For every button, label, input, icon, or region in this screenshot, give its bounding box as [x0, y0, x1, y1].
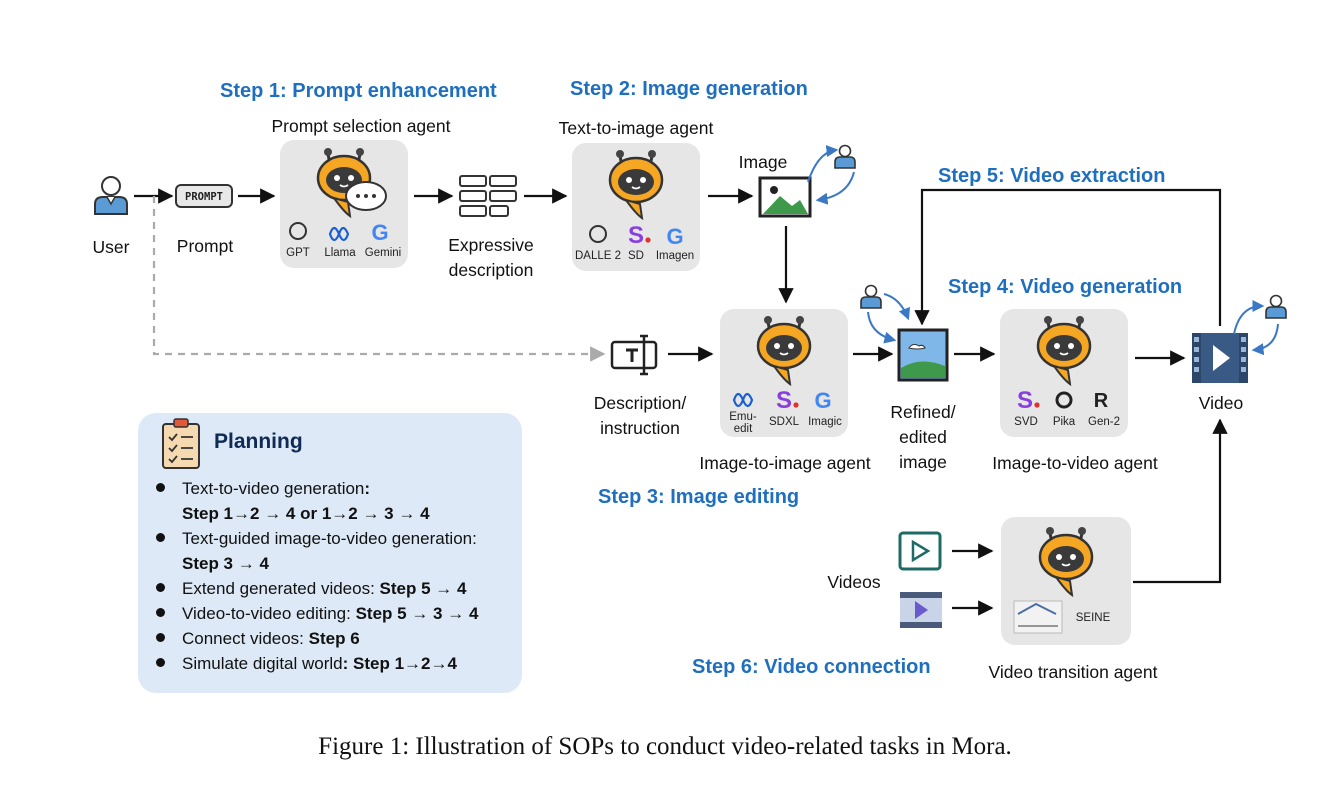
model-gpt: GPT [286, 247, 310, 259]
model-imagen: Imagen [655, 250, 695, 262]
svg-text:S: S [628, 222, 644, 249]
model-dalle2: DALLE 2 [574, 250, 622, 262]
svg-text:PROMPT: PROMPT [185, 191, 223, 203]
imagic-logo-icon: G [814, 388, 831, 413]
image-to-image-agent-title: Image-to-image agent [699, 453, 871, 473]
model-gemini: Gemini [364, 247, 402, 259]
text-instruction-icon [610, 334, 658, 376]
videos-film-icon [900, 592, 942, 628]
user-icon [94, 176, 128, 215]
dashed-instruction-arrow [152, 196, 606, 362]
prompt-label: Prompt [176, 236, 234, 256]
refined-label-1: Refined/ [890, 402, 956, 422]
step-5-title: Step 5: Video extraction [938, 165, 1166, 187]
svg-text:G: G [371, 220, 388, 245]
feedback-arrows [807, 145, 1279, 356]
plan-item-1-steps: Step 1→2 → 4 or 1→2 → 3 → 4 [182, 504, 430, 523]
video-label: Video [1198, 393, 1244, 413]
model-imagic: Imagic [808, 416, 842, 428]
expressive-description-label-1: Expressive [448, 235, 534, 255]
text-to-image-robot-icon [608, 148, 664, 220]
expressive-description-label-2: description [448, 260, 534, 280]
image-label: Image [738, 152, 788, 172]
prompt-selection-robot-icon [316, 146, 387, 218]
svg-text:G: G [666, 224, 683, 249]
user-feedback-image-icon [834, 144, 856, 169]
description-label-2: instruction [600, 418, 680, 438]
refined-label-3: image [899, 452, 947, 472]
plan-item-2: Text-guided image-to-video generation: [156, 528, 477, 550]
refined-image-icon [897, 328, 949, 382]
plan-item-2-steps: Step 3 → 4 [182, 554, 269, 573]
flow-arrows [134, 188, 1228, 616]
plan-item-4: Video-to-video editing: Step 5 → 3 → 4 [156, 603, 478, 625]
model-svd: SVD [1014, 416, 1038, 428]
gpt-logo-icon [289, 222, 307, 240]
plan-item-1: Text-to-video generation: [156, 478, 370, 500]
model-sd: SD [628, 250, 644, 262]
emu-logo-icon [732, 392, 754, 408]
video-transition-robot-icon [1038, 525, 1094, 597]
plan-item-5: Connect videos: Step 6 [156, 628, 360, 650]
step-3-title: Step 3: Image editing [598, 486, 800, 508]
step-1-title: Step 1: Prompt enhancement [220, 80, 497, 102]
videos-play-icon [898, 531, 942, 571]
model-emu-1: Emu- [729, 411, 757, 423]
refined-label-2: edited [899, 427, 947, 447]
clipboard-icon [162, 418, 200, 469]
svd-logo-icon: S [1017, 387, 1040, 414]
image-to-video-robot-icon [1036, 314, 1092, 386]
dalle-logo-icon [589, 225, 607, 243]
gemini-logo-icon: G [371, 220, 388, 245]
model-pika: Pika [1052, 416, 1076, 428]
seine-logo-icon [1013, 600, 1063, 634]
figure-caption: Figure 1: Illustration of SOPs to conduc… [318, 733, 1012, 760]
planning-panel [138, 413, 522, 693]
prompt-tag-icon: PROMPT [175, 184, 233, 208]
user-feedback-video-icon [1265, 294, 1287, 319]
plan-item-6: Simulate digital world: Step 1→2→4 [156, 653, 457, 675]
svg-text:R: R [1094, 390, 1109, 412]
user-feedback-refined-icon [860, 284, 882, 309]
model-emu-2: edit [733, 423, 753, 435]
step-2-title: Step 2: Image generation [570, 78, 808, 100]
user-label: User [92, 237, 130, 257]
prompt-selection-agent-title: Prompt selection agent [271, 116, 451, 136]
gen2-logo-icon: R [1094, 390, 1109, 412]
model-seine: SEINE [1075, 612, 1111, 624]
video-transition-agent-title: Video transition agent [988, 662, 1158, 682]
step-4-title: Step 4: Video generation [948, 276, 1183, 298]
description-label-1: Description/ [593, 393, 687, 413]
sdxl-logo-icon: S [776, 387, 799, 414]
expressive-description-icon [459, 175, 517, 217]
videos-label: Videos [827, 572, 881, 592]
model-llama: Llama [324, 247, 356, 259]
plan-item-3: Extend generated videos: Step 5 → 4 [156, 578, 466, 600]
step-6-title: Step 6: Video connection [692, 656, 931, 678]
sd-logo-icon: S [628, 222, 651, 249]
svg-text:S: S [1017, 387, 1033, 414]
image-icon [758, 176, 812, 218]
image-to-video-agent-title: Image-to-video agent [992, 453, 1158, 473]
model-sdxl: SDXL [768, 416, 800, 428]
svg-text:G: G [814, 388, 831, 413]
pika-logo-icon [1055, 391, 1073, 409]
text-to-image-agent-title: Text-to-image agent [558, 118, 714, 138]
video-icon [1192, 333, 1248, 383]
image-to-image-robot-icon [756, 314, 812, 386]
svg-text:S: S [776, 387, 792, 414]
imagen-logo-icon: G [666, 224, 683, 249]
planning-title: Planning [214, 430, 303, 453]
model-gen2: Gen-2 [1088, 416, 1120, 428]
llama-logo-icon [328, 226, 350, 242]
